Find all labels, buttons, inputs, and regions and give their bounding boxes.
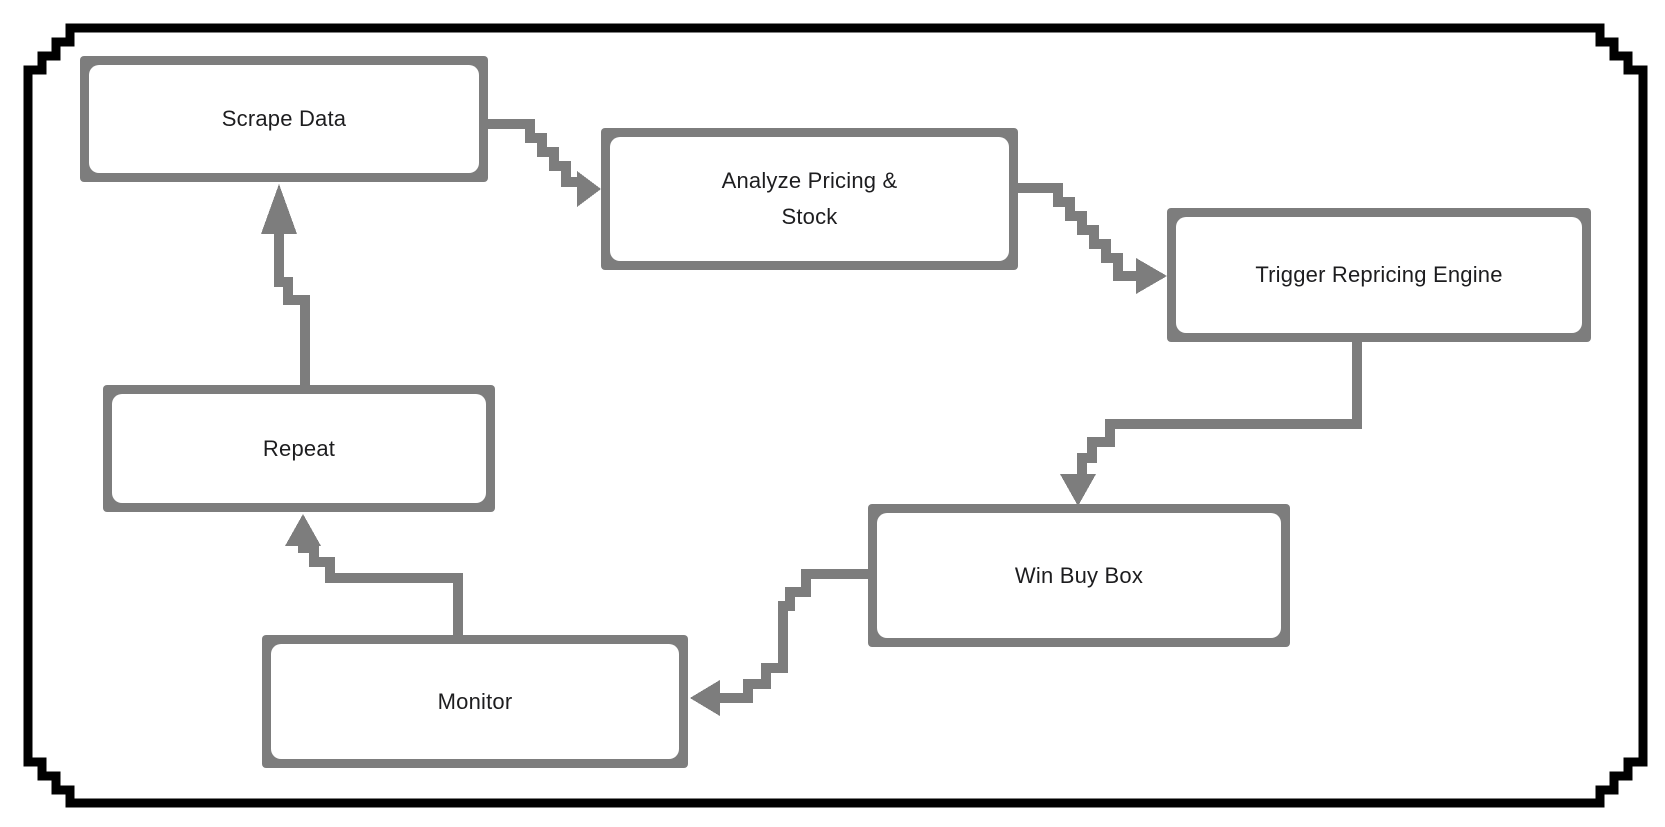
edge-line <box>298 543 463 635</box>
node-analyze-pricing-stock[interactable]: Analyze Pricing & Stock <box>601 128 1018 270</box>
edge-line <box>1018 183 1136 281</box>
arrowhead-up-icon <box>261 184 297 234</box>
arrowhead-up-icon <box>285 514 321 546</box>
node-body: Monitor <box>271 644 679 759</box>
arrowhead-right-icon <box>1136 258 1167 294</box>
edge-trigger-to-win <box>1060 342 1362 506</box>
edge-scrape-to-analyze <box>487 119 601 207</box>
node-label: Monitor <box>437 688 513 714</box>
edge-monitor-to-repeat <box>285 514 463 635</box>
edge-line <box>487 119 577 187</box>
node-label: Win Buy Box <box>1014 562 1144 588</box>
node-body: Repeat <box>112 394 486 503</box>
edge-repeat-to-scrape <box>261 184 310 385</box>
node-repeat[interactable]: Repeat <box>103 385 495 512</box>
edge-line <box>274 232 310 385</box>
arrowhead-left-icon <box>690 680 720 716</box>
node-monitor[interactable]: Monitor <box>262 635 688 768</box>
node-label: Repeat <box>262 435 336 461</box>
arrowhead-down-icon <box>1060 474 1096 506</box>
arrowhead-right-icon <box>577 171 601 207</box>
outer-frame-border <box>23 23 1648 808</box>
edge-line <box>720 569 868 703</box>
edge-win-to-monitor <box>690 569 868 716</box>
node-body: Scrape Data <box>89 65 479 173</box>
node-label: Trigger Repricing Engine <box>1255 262 1503 287</box>
node-label: Scrape Data <box>221 106 347 131</box>
edge-line <box>1077 342 1362 476</box>
node-win-buy-box[interactable]: Win Buy Box <box>868 504 1290 647</box>
edge-analyze-to-trigger <box>1018 183 1167 294</box>
node-body: Analyze Pricing & Stock <box>610 137 1009 261</box>
node-body: Trigger Repricing Engine <box>1176 217 1582 333</box>
node-scrape-data[interactable]: Scrape Data <box>80 56 488 182</box>
node-trigger-repricing-engine[interactable]: Trigger Repricing Engine <box>1167 208 1591 342</box>
node-body: Win Buy Box <box>877 513 1281 638</box>
node-label: Analyze Pricing & Stock <box>721 168 898 229</box>
